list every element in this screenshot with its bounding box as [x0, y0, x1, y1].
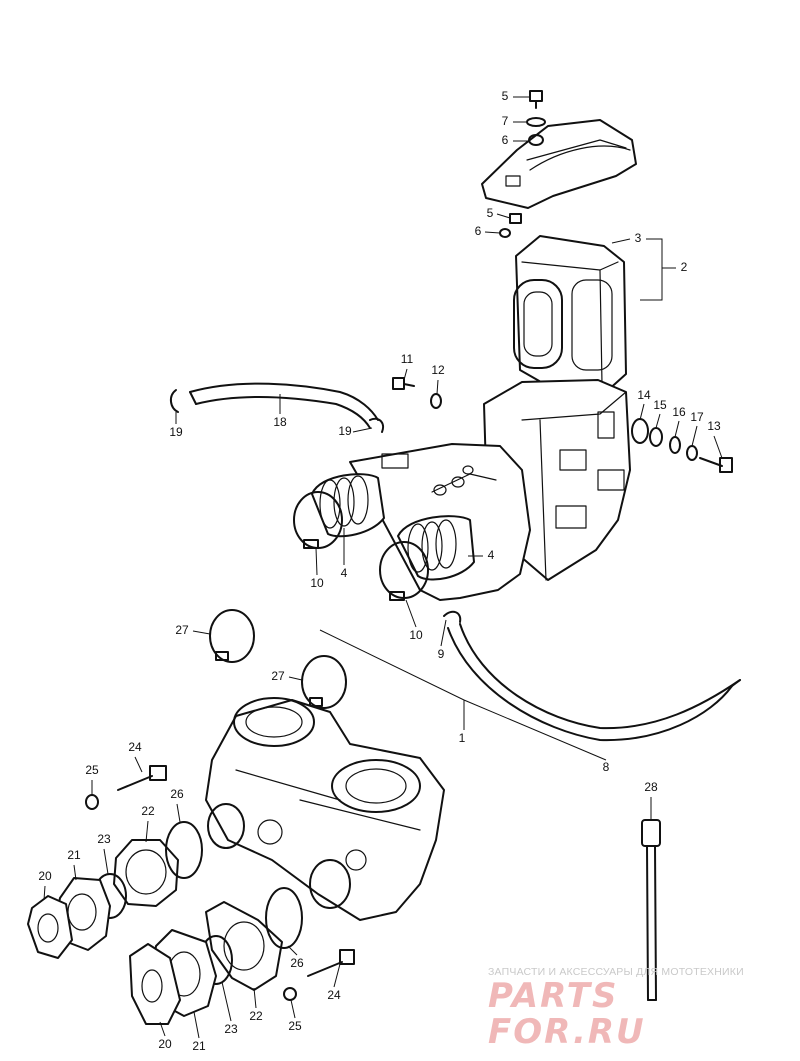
screw-5a [529, 90, 543, 109]
washer-6b [499, 228, 511, 238]
washer-16 [669, 436, 681, 454]
part-label-p6a: 6 [502, 133, 509, 147]
washer-25a [85, 794, 99, 810]
washer-17 [686, 445, 698, 461]
part-label-p15: 15 [653, 398, 667, 412]
collar-15 [649, 427, 663, 447]
clamp-19a [170, 389, 179, 413]
carb-joint-22b [205, 901, 283, 991]
breather-hose-18 [189, 382, 379, 429]
strap-28 [641, 819, 661, 1001]
part-label-p10b: 10 [409, 628, 423, 642]
part-label-p4a: 4 [341, 566, 348, 580]
part-label-p12: 12 [431, 363, 445, 377]
ring-26b [265, 887, 303, 949]
part-label-p1: 1 [459, 731, 466, 745]
carb-joint-22a [113, 839, 179, 907]
part-label-p19b: 19 [338, 424, 352, 438]
gasket-20a [27, 895, 73, 959]
bolt-24b [307, 949, 355, 977]
part-label-p9: 9 [438, 647, 445, 661]
part-label-p5a: 5 [502, 89, 509, 103]
part-label-p19a: 19 [169, 425, 183, 439]
part-label-p23a: 23 [97, 832, 111, 846]
leader-lines [43, 96, 723, 1039]
air-cleaner-cap [481, 119, 637, 209]
part-label-p25a: 25 [85, 763, 99, 777]
part-label-p28: 28 [644, 780, 658, 794]
clamp-27b [301, 655, 347, 709]
part-label-p21b: 21 [192, 1039, 206, 1053]
part-label-p7: 7 [502, 114, 509, 128]
grommet-14 [631, 418, 649, 444]
intake-boot-4b [397, 515, 475, 581]
part-label-p2: 2 [681, 260, 688, 274]
clamp-10a [293, 491, 343, 549]
washer-25b [283, 987, 297, 1001]
part-label-p24a: 24 [128, 740, 142, 754]
clamp-10b [379, 541, 429, 601]
washer-6a [528, 134, 544, 146]
part-label-p21a: 21 [67, 848, 81, 862]
part-label-p24b: 24 [327, 988, 341, 1002]
part-label-p26b: 26 [290, 956, 304, 970]
intake-boot-4a [311, 473, 385, 538]
clamp-27a [209, 609, 255, 663]
bolt-13 [699, 457, 733, 473]
part-label-p16: 16 [672, 405, 686, 419]
part-label-p20a: 20 [38, 869, 52, 883]
part-label-p27a: 27 [175, 623, 189, 637]
part-label-p13: 13 [707, 419, 721, 433]
part-label-p4b: 4 [488, 548, 495, 562]
screw-5b [509, 213, 522, 224]
bolt-11 [392, 377, 415, 390]
part-label-p14: 14 [637, 388, 651, 402]
part-label-p22a: 22 [141, 804, 155, 818]
ring-26a [165, 821, 203, 879]
part-label-p18: 18 [273, 415, 287, 429]
part-label-p23b: 23 [224, 1022, 238, 1036]
bolt-24a [117, 765, 167, 791]
part-label-p25b: 25 [288, 1019, 302, 1033]
part-label-p8: 8 [603, 760, 610, 774]
part-label-p11: 11 [401, 352, 414, 366]
part-label-p10a: 10 [310, 576, 324, 590]
clamp-9 [443, 610, 462, 623]
part-label-p5b: 5 [487, 206, 494, 220]
gasket-20b [129, 943, 181, 1025]
part-label-p27b: 27 [271, 669, 285, 683]
part-label-p20b: 20 [158, 1037, 172, 1051]
part-label-p22b: 22 [249, 1009, 263, 1023]
washer-12 [430, 393, 442, 409]
part-label-p17: 17 [690, 410, 704, 424]
part-label-p6b: 6 [475, 224, 482, 238]
drain-hose-8 [447, 623, 741, 742]
washer-7 [526, 117, 546, 127]
carburetor-assembly [205, 697, 445, 921]
clamp-19b [369, 417, 384, 433]
air-filter-element [513, 235, 627, 393]
part-label-p3: 3 [635, 231, 642, 245]
part-label-p26a: 26 [170, 787, 184, 801]
